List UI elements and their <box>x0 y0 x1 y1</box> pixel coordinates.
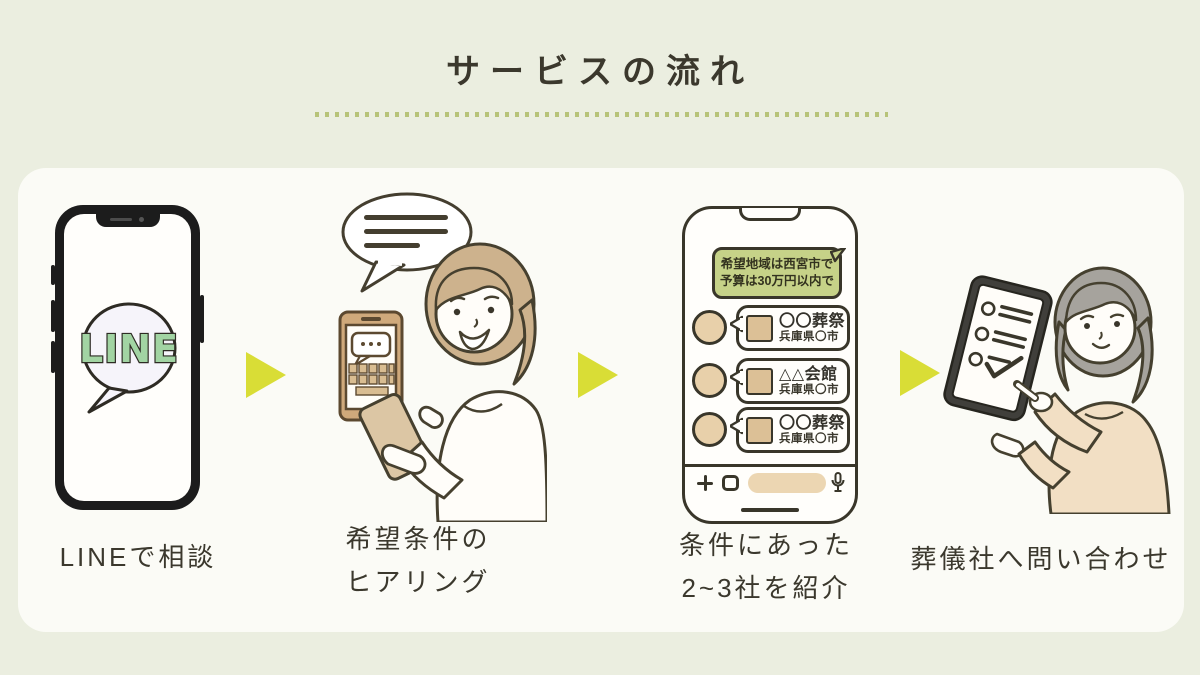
step4-label: 葬儀社へ問い合わせ <box>910 544 1172 574</box>
page-title: サービスの流れ <box>446 53 754 91</box>
company-location: 兵庫県〇市 <box>779 330 839 343</box>
step3-label-line2: 2~3社を紹介 <box>681 573 851 603</box>
company-name: 〇〇葬祭 <box>779 414 846 432</box>
phone-notch <box>95 214 160 227</box>
step1-label: LINEで相談 <box>59 542 217 572</box>
phone-side-button <box>200 295 204 343</box>
result-row: 〇〇葬祭 兵庫県〇市 <box>692 305 850 351</box>
company-thumbnail <box>746 314 773 342</box>
left-arm <box>1017 440 1071 490</box>
user-chat-bubble: 希望地域は西宮市で 予算は30万円以内で <box>712 247 846 299</box>
step2-woman-with-smartphone-illustration <box>338 192 547 522</box>
microphone-icon <box>831 472 845 492</box>
step4-woman-with-tablet-illustration <box>943 266 1171 514</box>
checkmark-icon <box>984 355 1024 379</box>
flow-arrow-icon <box>246 352 286 398</box>
result-bubble: 〇〇葬祭 兵庫県〇市 <box>730 407 850 453</box>
line-logo-icon: LINE <box>78 302 179 414</box>
phone-camera-dot <box>138 217 144 222</box>
tablet-checklist-icon <box>943 275 1053 422</box>
step3-label: 条件にあった 2~3社を紹介 <box>666 524 866 610</box>
camera-icon <box>722 475 739 491</box>
home-indicator <box>741 508 799 512</box>
step3-chat-phone-illustration: 希望地域は西宮市で 予算は30万円以内で 〇〇葬祭 兵庫県〇市 <box>682 206 858 524</box>
step3-label-line1: 条件にあった <box>678 530 853 560</box>
message-input-field <box>748 473 826 493</box>
speech-bubble-icon <box>341 192 473 293</box>
pointing-hand <box>1013 380 1103 454</box>
result-bubble: 〇〇葬祭 兵庫県〇市 <box>730 305 850 351</box>
user-message-line1: 希望地域は西宮市で <box>720 257 834 271</box>
bubble-tail-icon <box>730 368 743 386</box>
company-location: 兵庫県〇市 <box>779 383 839 396</box>
phone-speaker <box>109 218 132 221</box>
avatar <box>692 363 727 398</box>
step2-label-line2: ヒアリング <box>345 567 491 597</box>
step2-label: 希望条件の ヒアリング <box>318 518 518 604</box>
bubble-tail-icon <box>830 248 846 263</box>
step1-smartphone-illustration: LINE <box>51 205 204 510</box>
avatar <box>692 310 727 345</box>
result-bubble: △△会館 兵庫県〇市 <box>730 358 850 404</box>
company-name: △△会館 <box>779 365 838 383</box>
chat-input-bar <box>685 467 855 501</box>
company-location: 兵庫県〇市 <box>779 432 839 445</box>
bubble-tail-icon <box>730 417 743 435</box>
bubble-tail-icon <box>730 315 743 333</box>
step2-label-line1: 希望条件の <box>345 524 491 554</box>
chat-keyboard-phone-icon <box>338 310 404 422</box>
company-thumbnail <box>746 416 773 444</box>
company-thumbnail <box>746 367 773 395</box>
avatar <box>692 412 727 447</box>
phone-screen: LINE <box>64 214 191 501</box>
woman-figure <box>1047 266 1171 514</box>
title-dotted-underline <box>315 112 888 117</box>
flow-arrow-icon <box>900 350 940 396</box>
phone-side-button <box>51 341 55 373</box>
input-bar-divider <box>685 464 855 467</box>
phone-side-button <box>51 300 55 332</box>
flow-arrow-icon <box>578 352 618 398</box>
plus-icon <box>697 475 713 491</box>
phone-notch <box>739 208 801 221</box>
result-row: △△会館 兵庫県〇市 <box>692 358 850 404</box>
result-row: 〇〇葬祭 兵庫県〇市 <box>692 407 850 453</box>
phone-side-button <box>51 265 55 285</box>
company-name: 〇〇葬祭 <box>779 312 846 330</box>
user-message-line2: 予算は30万円以内で <box>720 274 834 288</box>
woman-figure <box>358 242 547 522</box>
line-logo-text: LINE <box>79 327 179 371</box>
flow-card: LINE LINEで相談 <box>18 168 1184 632</box>
